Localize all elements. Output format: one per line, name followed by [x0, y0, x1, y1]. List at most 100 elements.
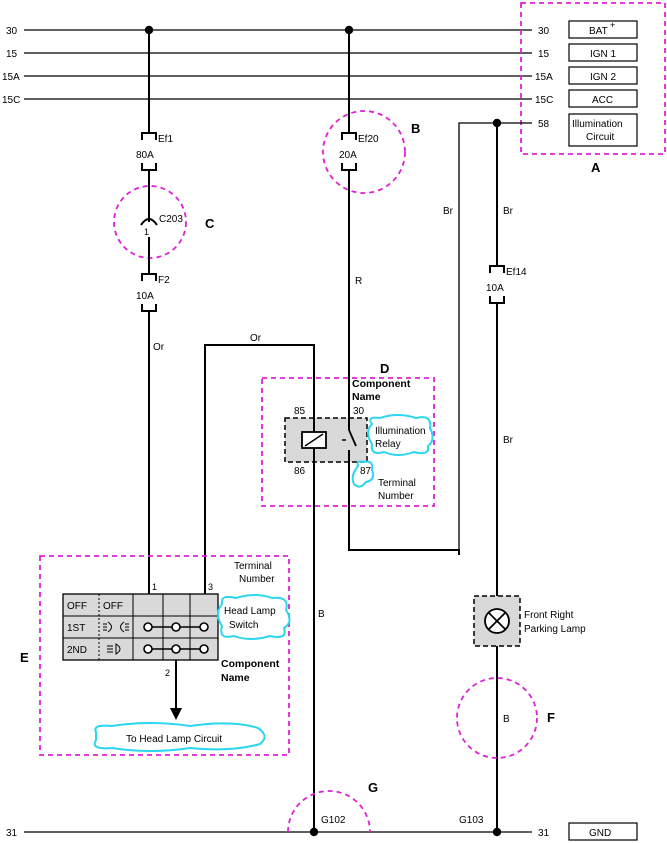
- bus-label-15a-left: 15A: [2, 72, 20, 83]
- bus-label-15c-left: 15C: [2, 95, 20, 106]
- splice-dot-ef20: [344, 25, 354, 35]
- callout-e-outline: [39, 555, 290, 756]
- connector-c203-name: C203: [159, 214, 183, 225]
- relay-name-1: Illumination: [375, 426, 426, 437]
- wire-color-or-top: Or: [250, 333, 262, 344]
- bus-label-15c-right: 15C: [535, 95, 553, 106]
- lamp-name-2: Parking Lamp: [524, 624, 586, 635]
- component-name-d-1: Component: [352, 378, 411, 390]
- switch-row-off-icon: OFF: [103, 601, 123, 612]
- bus-label-30-right: 30: [538, 26, 550, 37]
- ign1-label: IGN 1: [590, 49, 617, 60]
- callout-f-circle: [456, 677, 538, 759]
- switch-row-1st-label: 1ST: [67, 623, 85, 634]
- switch-row-off-label: OFF: [67, 601, 87, 612]
- gnd-label: GND: [589, 828, 611, 839]
- fuse-ef14-name: Ef14: [506, 267, 527, 278]
- bus-label-58-right: 58: [538, 119, 550, 130]
- wire-or-relay85-to-switch3: [204, 344, 315, 594]
- callout-g-letter: G: [368, 780, 378, 795]
- illumination-circuit-label-1: Illumination: [572, 119, 623, 130]
- callout-d-outline: [261, 377, 435, 507]
- terminal-number-d-1: Terminal: [378, 478, 416, 489]
- highlight-switch-name: [217, 594, 291, 640]
- switch-pin-2: 2: [165, 668, 170, 678]
- to-head-lamp-circuit-label: To Head Lamp Circuit: [126, 734, 222, 745]
- wire-color-br-right: Br: [503, 206, 514, 217]
- fuse-ef1-rating: 80A: [136, 150, 154, 161]
- bus-label-15a-right: 15A: [535, 72, 553, 83]
- illumination-circuit-label-2: Circuit: [586, 132, 615, 143]
- fuse-ef1-name: Ef1: [158, 134, 173, 145]
- terminal-number-e-1: Terminal: [234, 561, 272, 572]
- bus-label-30-left: 30: [6, 26, 18, 37]
- switch-pin-3: 3: [208, 582, 213, 592]
- bus-label-31-right: 31: [538, 828, 550, 839]
- bat-plus-label: +: [610, 20, 615, 30]
- highlight-head-lamp-circuit: [93, 722, 266, 752]
- terminal-number-e-2: Number: [239, 574, 275, 585]
- ground-dot-g102: [309, 827, 319, 837]
- relay-terminal-86: 86: [294, 466, 306, 477]
- component-name-d-2: Name: [352, 391, 381, 403]
- supply-boxes: [568, 20, 638, 841]
- bat-label: BAT: [589, 26, 608, 37]
- callout-d-letter: D: [380, 361, 389, 376]
- wire-color-or-left: Or: [153, 342, 165, 353]
- callout-a-outline: [520, 2, 666, 155]
- switch-row-2nd-label: 2ND: [67, 645, 87, 656]
- wire-color-r: R: [355, 276, 362, 287]
- callout-e-letter: E: [20, 650, 29, 665]
- switch-contacts: [143, 622, 209, 654]
- bus-label-15-right: 15: [538, 49, 550, 60]
- wire-color-br-left: Br: [443, 206, 454, 217]
- callout-c-letter: C: [205, 216, 215, 231]
- bus-lines: [24, 29, 532, 833]
- highlight-relay-name: [367, 414, 434, 456]
- component-name-e-1: Component: [221, 658, 280, 670]
- wire-color-b-right: B: [503, 714, 510, 725]
- lamp-cross-2: [487, 611, 507, 631]
- wire-color-br-lower: Br: [503, 435, 514, 446]
- highlight-terminal-87: [351, 460, 375, 488]
- component-name-e-2: Name: [221, 672, 250, 684]
- acc-label: ACC: [592, 95, 613, 106]
- relay-terminal-87: 87: [360, 466, 372, 477]
- wire-color-b-center: B: [318, 609, 325, 620]
- connector-c203-pin: 1: [144, 227, 149, 237]
- fuse-ef20-rating: 20A: [339, 150, 357, 161]
- terminal-number-d-2: Number: [378, 491, 414, 502]
- wire-relay-87-out: [348, 462, 460, 555]
- relay-switch-contact-icon: [348, 429, 357, 447]
- ground-g102-label: G102: [321, 815, 346, 826]
- bus-label-31-left: 31: [6, 828, 18, 839]
- callout-a-letter: A: [591, 160, 601, 175]
- callout-f-letter: F: [547, 710, 555, 725]
- lamp-name-1: Front Right: [524, 610, 574, 621]
- fuse-f2-name: F2: [158, 275, 170, 286]
- switch-name-2: Switch: [229, 620, 258, 631]
- arrow-down-icon: [170, 708, 182, 720]
- fuse-ef20-name: Ef20: [358, 134, 379, 145]
- switch-pin-1: 1: [152, 582, 157, 592]
- relay-terminal-30: 30: [353, 406, 365, 417]
- relay-coil-slash: [304, 433, 324, 447]
- ground-dot-g103: [492, 827, 502, 837]
- callout-b-letter: B: [411, 121, 420, 136]
- parking-lamp-indicator-icon: [103, 621, 129, 633]
- bus-label-15-left: 15: [6, 49, 18, 60]
- connector-c203-symbol: [140, 218, 158, 226]
- headlamp-indicator-icon: [107, 643, 121, 655]
- fuse-f2-rating: 10A: [136, 291, 154, 302]
- switch-name-1: Head Lamp: [224, 606, 276, 617]
- callout-b-circle: [322, 110, 406, 194]
- wire-58: [458, 122, 532, 555]
- callout-g-arc: [287, 790, 371, 833]
- splice-dot-ef1: [144, 25, 154, 35]
- relay-terminal-85: 85: [294, 406, 306, 417]
- relay-name-2: Relay: [375, 439, 401, 450]
- fuse-ef14-rating: 10A: [486, 283, 504, 294]
- ign2-label: IGN 2: [590, 72, 617, 83]
- ground-g103-label: G103: [459, 815, 484, 826]
